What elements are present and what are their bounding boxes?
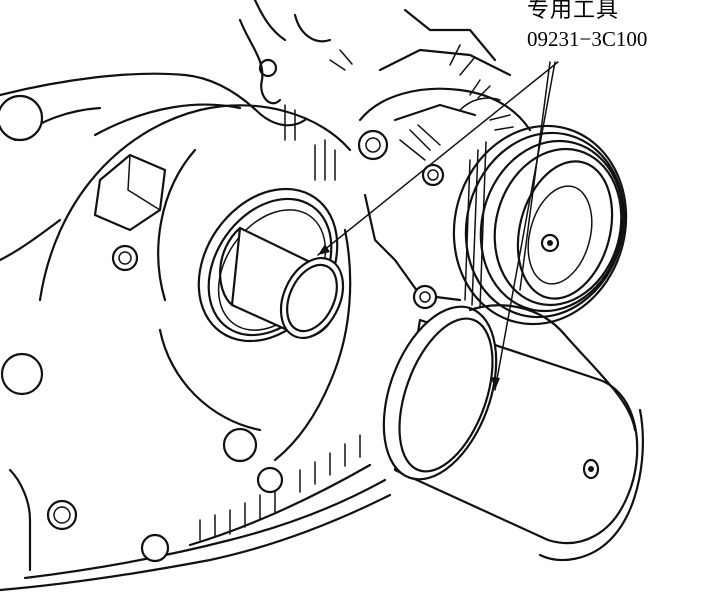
- alternator-assembly: [357, 79, 628, 326]
- callout-tool-code: 09231−3C100: [527, 27, 648, 51]
- timing-cover: [0, 0, 512, 592]
- callout-leaders: [317, 61, 559, 391]
- crankshaft-seal-sleeve: [197, 187, 345, 343]
- special-tool-cylinder: [382, 304, 645, 562]
- special-tool-callout: 专用工具 09231−3C100: [527, 0, 647, 50]
- callout-title: 专用工具: [527, 0, 620, 23]
